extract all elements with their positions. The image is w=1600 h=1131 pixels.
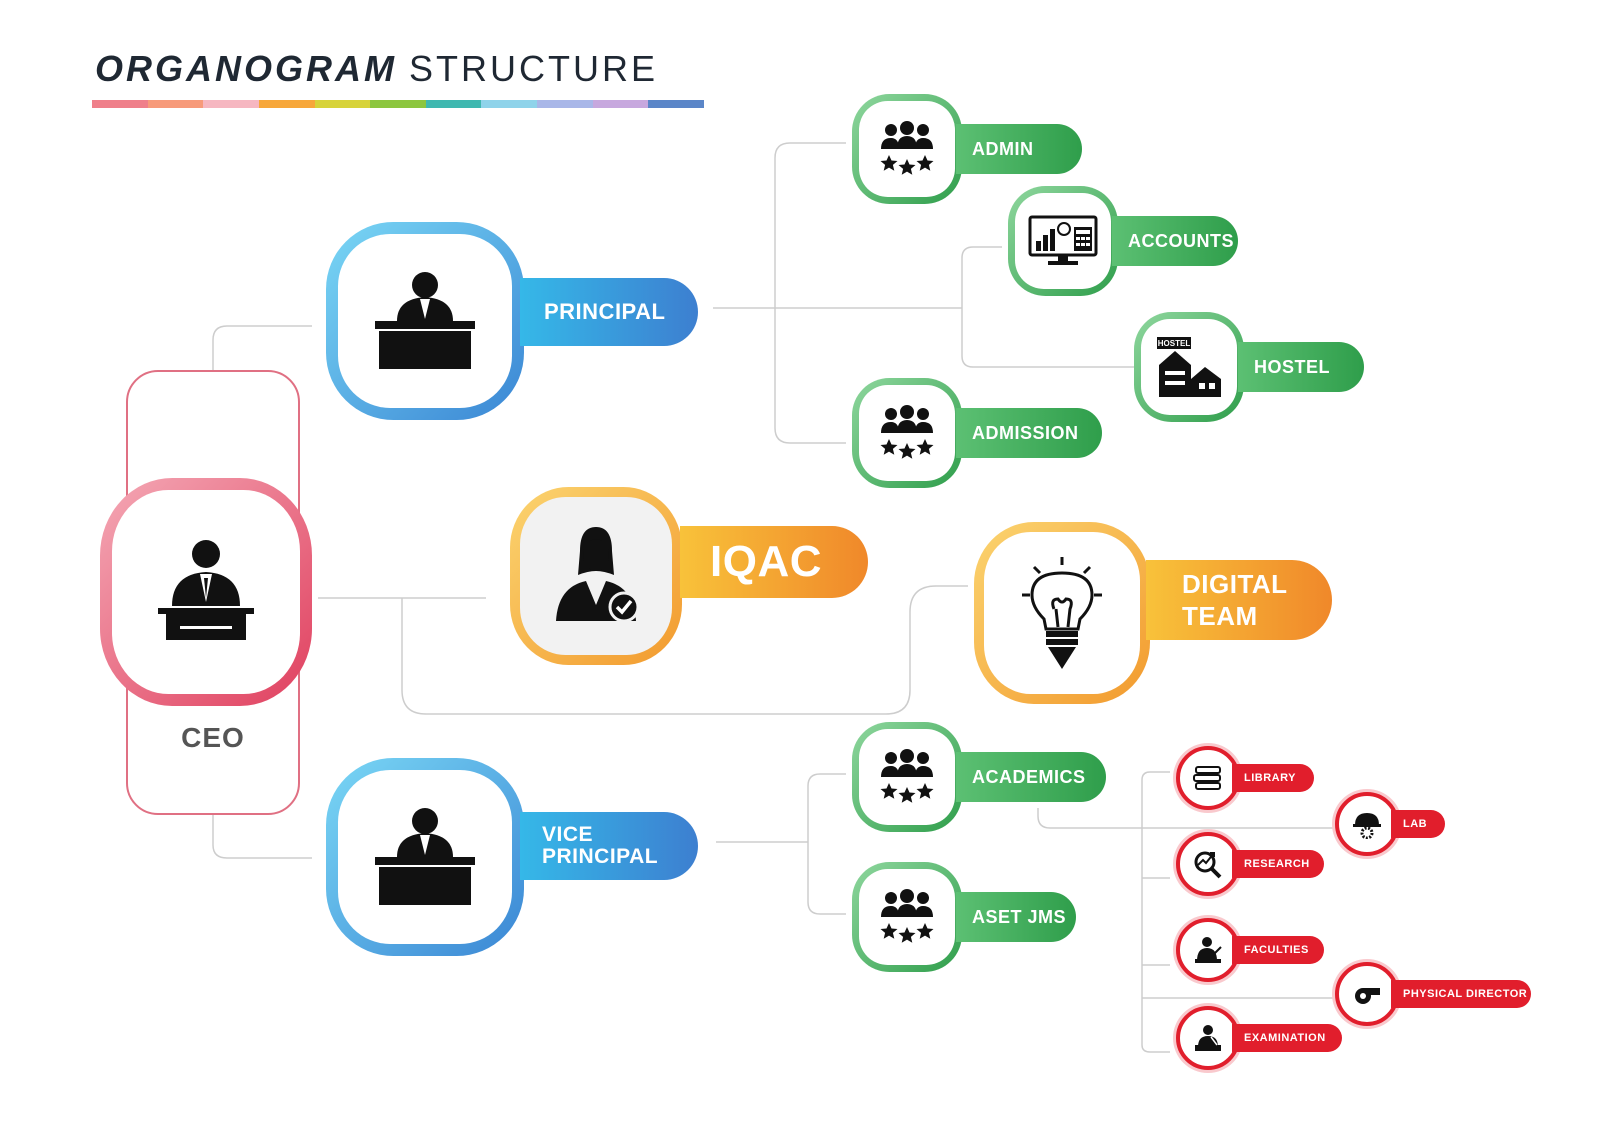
rainbow-segment xyxy=(203,100,259,108)
research-label: RESEARCH xyxy=(1232,850,1324,878)
person-at-desk-icon xyxy=(338,234,512,408)
connector-principal-admin-admission xyxy=(774,142,846,444)
team-stars-icon xyxy=(859,729,955,825)
connector-ceo-digital xyxy=(401,585,968,715)
team-stars-icon xyxy=(859,385,955,481)
ceo-node[interactable] xyxy=(100,478,312,706)
rainbow-segment xyxy=(537,100,593,108)
aset-jms-node[interactable] xyxy=(852,862,962,972)
admin-label: ADMIN xyxy=(956,124,1082,174)
connector-academics-down xyxy=(1037,808,1335,829)
digital-team-label: DIGITAL TEAM xyxy=(1146,560,1332,640)
connector-accounts-hostel xyxy=(961,246,1138,368)
admin-node[interactable] xyxy=(852,94,962,204)
rainbow-segment xyxy=(258,100,315,108)
hostel-building-icon: HOSTEL xyxy=(1141,319,1237,415)
admission-node[interactable] xyxy=(852,378,962,488)
academics-node[interactable] xyxy=(852,722,962,832)
vice-principal-label: VICE PRINCIPAL xyxy=(520,812,698,880)
rainbow-segment xyxy=(592,100,649,108)
lightbulb-pencil-icon xyxy=(984,532,1140,694)
faculties-label: FACULTIES xyxy=(1232,936,1324,964)
connector-vice-units xyxy=(807,773,846,915)
person-at-desk-icon xyxy=(338,770,512,944)
connector-ceo-vice xyxy=(212,815,312,859)
rainbow-segment xyxy=(314,100,371,108)
rainbow-segment xyxy=(425,100,482,108)
principal-node[interactable] xyxy=(326,222,524,420)
accounts-node[interactable] xyxy=(1008,186,1118,296)
hostel-node[interactable]: HOSTEL xyxy=(1134,312,1244,422)
iqac-label: IQAC xyxy=(680,526,868,598)
connector-ceo-principal xyxy=(212,325,312,370)
ceo-label: CEO xyxy=(181,722,245,753)
accounting-monitor-icon xyxy=(1015,193,1111,289)
hostel-label: HOSTEL xyxy=(1238,342,1364,392)
executive-at-desk-icon xyxy=(112,490,300,694)
examination-label: EXAMINATION xyxy=(1232,1024,1342,1052)
svg-text:HOSTEL: HOSTEL xyxy=(1158,339,1191,348)
lab-node[interactable] xyxy=(1335,792,1399,856)
rainbow-segment xyxy=(92,100,148,108)
rainbow-segment xyxy=(370,100,426,108)
examination-node[interactable] xyxy=(1176,1006,1240,1070)
iqac-node[interactable] xyxy=(510,487,682,665)
teacher-icon xyxy=(1193,935,1223,965)
whistle-icon xyxy=(1352,981,1382,1007)
physical-director-node[interactable] xyxy=(1335,962,1399,1026)
page-title: ORGANOGRAM STRUCTURE xyxy=(95,48,658,90)
accounts-label: ACCOUNTS xyxy=(1112,216,1238,266)
academics-label: ACADEMICS xyxy=(956,752,1106,802)
rainbow-segment xyxy=(481,100,538,108)
vice-principal-node[interactable] xyxy=(326,758,524,956)
rainbow-segment xyxy=(147,100,204,108)
aset-jms-label: ASET JMS xyxy=(956,892,1076,942)
title-bold: ORGANOGRAM xyxy=(95,48,397,89)
businesswoman-check-icon xyxy=(520,497,672,655)
title-underline-rainbow xyxy=(92,100,705,108)
magnifier-chart-icon xyxy=(1192,849,1224,879)
research-node[interactable] xyxy=(1176,832,1240,896)
digital-team-node[interactable] xyxy=(974,522,1150,704)
team-stars-icon xyxy=(859,869,955,965)
books-icon xyxy=(1193,765,1223,791)
rainbow-segment xyxy=(648,100,705,108)
title-light: STRUCTURE xyxy=(409,48,658,89)
principal-label: PRINCIPAL xyxy=(520,278,698,346)
team-stars-icon xyxy=(859,101,955,197)
physical-director-label: PHYSICAL DIRECTOR xyxy=(1391,980,1531,1008)
helmet-gear-icon xyxy=(1351,809,1383,839)
lab-label: LAB xyxy=(1391,810,1445,838)
library-label: LIBRARY xyxy=(1232,764,1314,792)
faculties-node[interactable] xyxy=(1176,918,1240,982)
library-node[interactable] xyxy=(1176,746,1240,810)
connector-academic-spine xyxy=(1141,771,1335,1053)
exam-writer-icon xyxy=(1193,1023,1223,1053)
admission-label: ADMISSION xyxy=(956,408,1102,458)
